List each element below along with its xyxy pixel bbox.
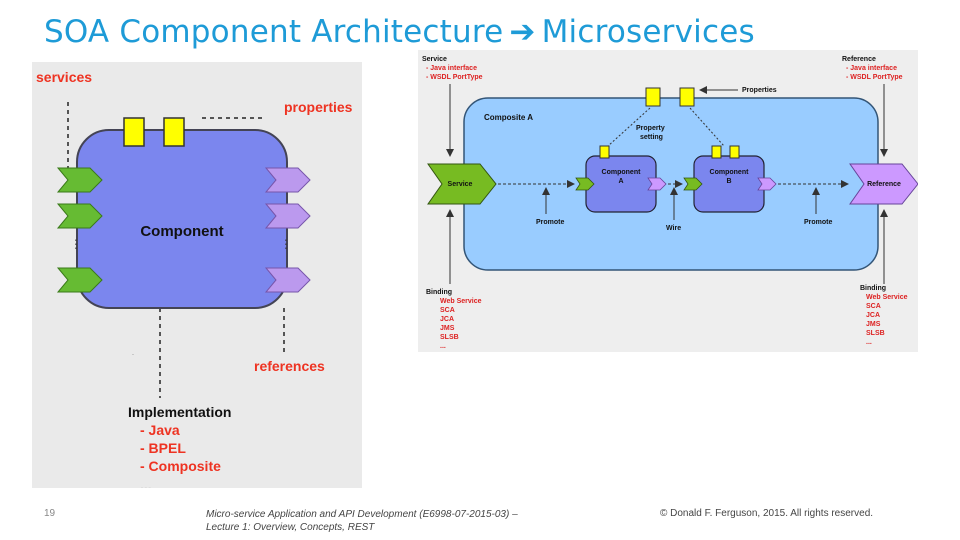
promote-right-label: Promote: [804, 219, 833, 226]
reference-chevron-1: [264, 167, 311, 193]
component-b-reference-chevron: [757, 177, 777, 191]
binding-left-header: Binding: [426, 289, 452, 296]
wire-label: Wire: [666, 225, 681, 232]
service-chevron-1: [56, 167, 103, 193]
service-chevron: [427, 163, 497, 205]
reference-item-2: - WSDL PortType: [846, 74, 903, 81]
component-a-label: Component: [602, 169, 642, 176]
property-setting-link-b: [689, 107, 725, 147]
composite-label: Composite A: [484, 113, 533, 122]
implementation-dot: ·: [132, 352, 134, 358]
service-label: Service: [448, 181, 473, 188]
component-a-reference-chevron: [647, 177, 667, 191]
service-header: Service: [422, 56, 447, 63]
property-icon-2: [679, 87, 695, 107]
binding-right-item-4: JMS: [866, 321, 881, 328]
binding-left-item-1: Web Service: [440, 298, 482, 305]
component-b-service-chevron: [683, 177, 703, 191]
binding-left-item-2: SCA: [440, 307, 455, 314]
binding-left-item-3: JCA: [440, 316, 454, 323]
binding-right-header: Binding: [860, 285, 886, 292]
service-item-2: - WSDL PortType: [426, 74, 483, 81]
reference-chevron: [849, 163, 918, 205]
property-icon-1: [645, 87, 661, 107]
component-b-letter: B: [726, 178, 731, 185]
component-a-letter: A: [618, 178, 623, 185]
reference-chevron-2: [264, 203, 311, 229]
slide-number: 19: [44, 508, 56, 519]
service-item-1: - Java interface: [426, 65, 477, 72]
footer-course-line-1: Micro-service Application and API Develo…: [206, 509, 518, 520]
property-setting-link-a: [607, 107, 651, 147]
service-chevron-2: [56, 203, 103, 229]
property-icon-1: [123, 117, 145, 147]
component-box: [76, 129, 288, 309]
binding-right-item-2: SCA: [866, 303, 881, 310]
reference-chevron-3: [264, 267, 311, 293]
implementation-label: Implementation: [128, 404, 231, 420]
impl-item-more: ...: [140, 477, 152, 488]
title-right: Microservices: [541, 14, 755, 50]
promote-left-label: Promote: [536, 219, 565, 226]
slide-title: SOA Component Architecture➔Microservices: [44, 14, 755, 50]
binding-left-item-6: ...: [440, 343, 446, 350]
composite-diagram: Composite A Service - Java interface - W…: [418, 50, 918, 352]
title-left: SOA Component Architecture: [44, 14, 504, 50]
references-ellipsis: ⋮: [280, 237, 292, 251]
footer-course: Micro-service Application and API Develo…: [206, 508, 606, 534]
property-setting-line-2: setting: [640, 134, 663, 141]
binding-left-item-5: SLSB: [440, 334, 459, 341]
arrow-right-icon: ➔: [509, 14, 536, 50]
reference-header: Reference: [842, 56, 876, 63]
binding-right-item-6: ...: [866, 339, 872, 346]
footer-course-line-2: Lecture 1: Overview, Concepts, REST: [206, 522, 375, 533]
reference-item-1: - Java interface: [846, 65, 897, 72]
services-ellipsis: ⋮: [70, 237, 82, 251]
impl-item-java: - Java: [140, 422, 180, 438]
impl-item-bpel: - BPEL: [140, 440, 186, 456]
properties-label: properties: [284, 99, 353, 115]
reference-label: Reference: [867, 181, 901, 188]
references-label: references: [254, 358, 325, 374]
component-b-label: Component: [710, 169, 750, 176]
component-label: Component: [140, 223, 223, 240]
binding-right-item-5: SLSB: [866, 330, 885, 337]
component-b-property-icon-2: [729, 145, 740, 159]
component-a-property-icon: [599, 145, 610, 159]
services-label: services: [36, 69, 92, 85]
service-chevron-3: [56, 267, 103, 293]
binding-right-item-1: Web Service: [866, 294, 908, 301]
footer-copyright: © Donald F. Ferguson, 2015. All rights r…: [660, 508, 874, 519]
binding-right-item-3: JCA: [866, 312, 880, 319]
properties-label: Properties: [742, 87, 777, 94]
component-a-service-chevron: [575, 177, 595, 191]
property-setting-line-1: Property: [636, 125, 665, 132]
component-b-property-icon-1: [711, 145, 722, 159]
component-diagram: Component · ⋮ ⋮ services properties refe…: [32, 62, 362, 488]
binding-left-item-4: JMS: [440, 325, 455, 332]
property-icon-2: [163, 117, 185, 147]
impl-item-composite: - Composite: [140, 458, 221, 474]
